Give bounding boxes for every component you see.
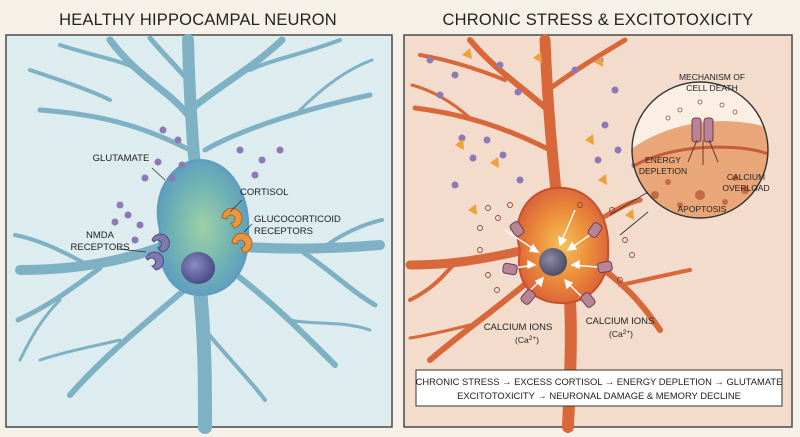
inset-energy-2: DEPLETION (639, 166, 687, 176)
right-nucleus (539, 248, 567, 276)
glutamate-molecules (111, 126, 284, 244)
flow-text-line-2: EXCITOTOXICITY → NEURONAL DAMAGE & MEMOR… (457, 390, 741, 401)
calcium-right-label-2: (Ca2+) (609, 329, 633, 339)
inset-title-2: CELL DEATH (686, 83, 738, 93)
glucocorticoid-receptors (221, 207, 253, 254)
right-panel: CHRONIC STRESS & EXCITOTOXICITY MECHANIS… (403, 11, 793, 433)
glucocorticoid-label-1: GLUCOCORTICOID (254, 214, 341, 225)
left-nucleus (181, 252, 215, 284)
left-soma (156, 158, 250, 297)
left-panel: HEALTHY HIPPOCAMPAL NEURON GLUTAMATE COR… (5, 11, 393, 434)
cell-death-inset (631, 81, 769, 219)
inset-calcium-2: OVERLOAD (722, 183, 769, 193)
calcium-right-label-1: CALCIUM IONS (586, 316, 655, 327)
inset-calcium-1: CALCIUM (727, 172, 765, 182)
right-glutamate-molecules (426, 56, 639, 189)
right-panel-title: CHRONIC STRESS & EXCITOTOXICITY (443, 11, 754, 29)
inset-energy-1: ENERGY (645, 155, 681, 165)
inset-title-1: MECHANISM OF (679, 72, 745, 82)
cortisol-molecules (455, 48, 634, 220)
nmda-label-1: NMDA (86, 230, 115, 241)
inset-apoptosis: APOPTOSIS (678, 204, 727, 214)
cortisol-label: CORTISOL (240, 187, 288, 198)
right-soma (516, 186, 610, 305)
flow-text-line-1: CHRONIC STRESS → EXCESS CORTISOL → ENERG… (416, 376, 783, 387)
calcium-left-label-1: CALCIUM IONS (484, 322, 553, 333)
left-panel-title: HEALTHY HIPPOCAMPAL NEURON (59, 11, 337, 29)
inset-pointer (609, 191, 649, 236)
nmda-label-2: RECEPTORS (71, 242, 130, 253)
glucocorticoid-label-2: RECEPTORS (254, 226, 313, 237)
glutamate-label: GLUTAMATE (93, 153, 150, 164)
calcium-left-label-2: (Ca2+) (515, 335, 539, 345)
nmda-receptors (145, 233, 170, 271)
flow-summary-box (415, 369, 783, 407)
